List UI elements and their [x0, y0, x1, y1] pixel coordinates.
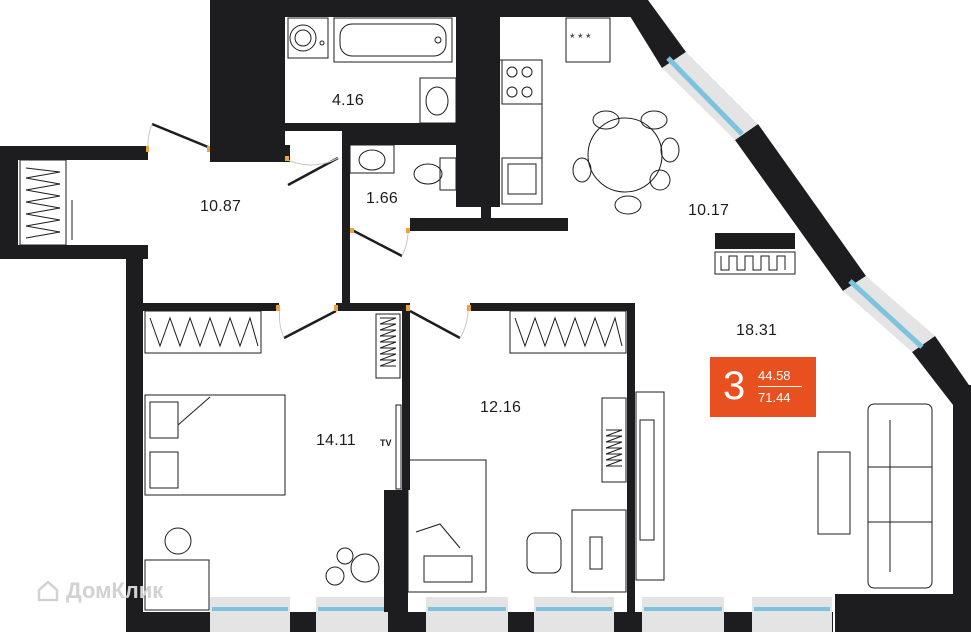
interior-walls	[141, 0, 795, 612]
bottom-windows	[210, 597, 832, 632]
room-area-bathroom: 4.16	[332, 92, 364, 109]
room-area-bedroom1: 14.11	[316, 432, 356, 449]
tv-label: TV	[380, 438, 392, 448]
house-icon	[37, 580, 59, 602]
door-marks	[146, 146, 471, 311]
svg-text:* * *: * * *	[570, 31, 591, 45]
room-area-wc: 1.66	[366, 190, 398, 207]
stove-marks: * * *	[570, 31, 591, 45]
total-area: 71.44	[758, 390, 791, 405]
doors	[151, 122, 461, 340]
room-area-bedroom2: 12.16	[480, 399, 522, 416]
furniture	[19, 17, 933, 611]
apartment-badge: 3 44.58 71.44	[710, 357, 816, 417]
room-area-living: 18.31	[736, 322, 778, 339]
room-area-kitchen: 10.17	[688, 202, 730, 219]
diagonal-wall	[620, 0, 971, 405]
room-area-hall: 10.87	[200, 198, 242, 215]
watermark-text: ДомКлик	[66, 578, 164, 603]
badge-divider	[758, 386, 802, 387]
living-area: 44.58	[758, 368, 791, 383]
room-count: 3	[723, 364, 746, 408]
watermark: ДомКлик	[36, 578, 163, 604]
